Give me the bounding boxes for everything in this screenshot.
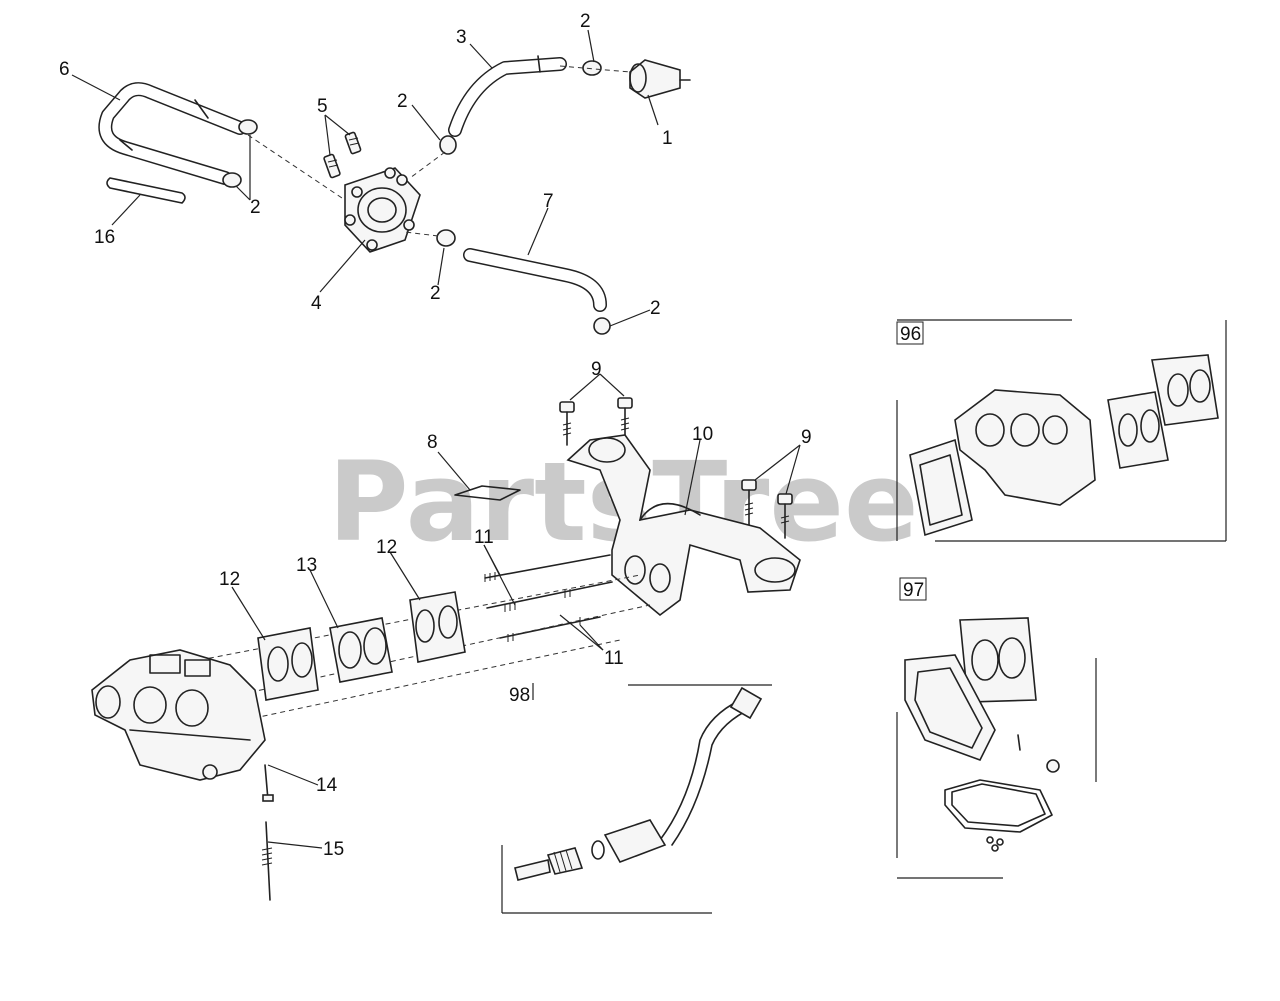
- bolt-9: [559, 397, 633, 446]
- hose-sleeve-16: [106, 177, 186, 204]
- fuel-solenoid-98: [514, 686, 763, 881]
- callout-96-box: [896, 321, 924, 345]
- leader-lines: [71, 29, 801, 849]
- callout-97-box: [899, 577, 927, 601]
- callout-11: 11: [604, 648, 624, 669]
- callout-5: 5: [317, 96, 328, 117]
- gasket-8: [454, 485, 521, 501]
- callout-96: 96: [900, 324, 921, 345]
- callout-16: 16: [94, 227, 115, 248]
- fuel-filter-1: [629, 59, 691, 99]
- fuel-pump-4: [344, 167, 421, 253]
- gasket-kit-97: [904, 617, 1060, 852]
- callout-2: 2: [650, 298, 661, 319]
- callout-2: 2: [250, 197, 261, 218]
- callout-9: 9: [591, 359, 602, 380]
- callout-97: 97: [903, 580, 924, 601]
- stud-11: [484, 554, 613, 642]
- callout-15: 15: [323, 839, 344, 860]
- callout-14: 14: [316, 775, 338, 796]
- fuel-hose-3: [448, 55, 567, 137]
- callout-10: 10: [692, 424, 713, 445]
- gasket-12: [409, 591, 466, 663]
- hose-clamp: [439, 60, 602, 155]
- callout-11: 11: [474, 527, 494, 548]
- pump-screw-5: [323, 131, 362, 179]
- gasket-12: [257, 627, 319, 701]
- screw-spring-15: [261, 821, 273, 901]
- callout-2: 2: [580, 11, 591, 32]
- jet-14: [262, 764, 274, 802]
- hose-clamp: [222, 119, 258, 188]
- carburetor-kit-96: [909, 354, 1219, 537]
- callout-8: 8: [427, 432, 438, 453]
- intake-manifold-10: [566, 434, 801, 617]
- callout-98: 98: [509, 685, 530, 706]
- fuel-hose-6: [98, 82, 247, 185]
- fuel-hose-7: [463, 248, 607, 312]
- inset-98-frame: [501, 683, 772, 914]
- callout-12: 12: [219, 569, 240, 590]
- callout-9: 9: [801, 427, 812, 448]
- callout-labels: 1 2 2 2 2 2 3 4 5 6 7 8 9 9 10 11 11 12 …: [59, 11, 927, 860]
- spacer-13: [329, 617, 393, 683]
- carburetor: [91, 649, 266, 781]
- callout-4: 4: [311, 293, 322, 314]
- callout-3: 3: [456, 27, 467, 48]
- bolt-9: [741, 479, 793, 539]
- callout-6: 6: [59, 59, 70, 80]
- callout-13: 13: [296, 555, 317, 576]
- callout-7: 7: [543, 191, 554, 212]
- callout-12: 12: [376, 537, 397, 558]
- callout-2: 2: [397, 91, 408, 112]
- inset-97-frame: [896, 658, 1097, 879]
- inset-96-frame: [896, 319, 1227, 542]
- hose-clamp: [436, 229, 611, 335]
- callout-2: 2: [430, 283, 441, 304]
- callout-1: 1: [662, 128, 673, 149]
